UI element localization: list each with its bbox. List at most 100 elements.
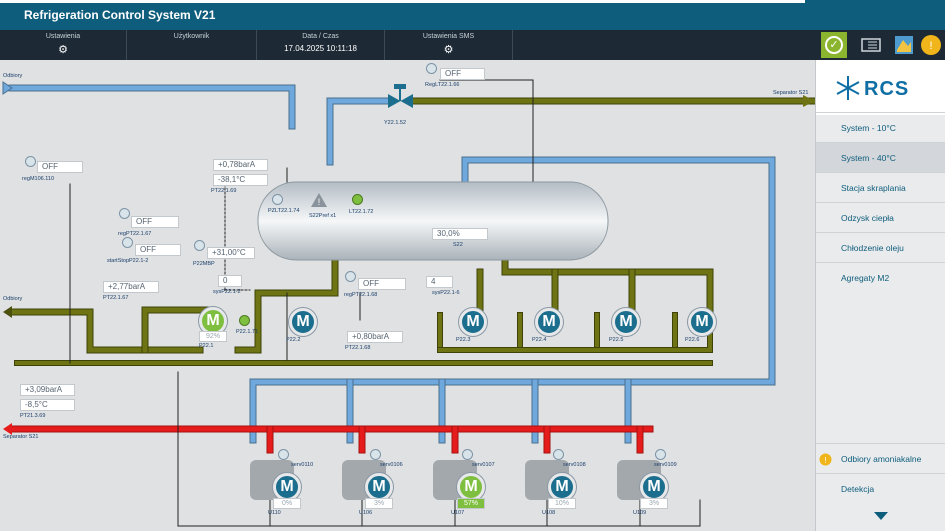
pump-p22-1-percent: 92% [199,331,227,342]
sidebar-item-label: System - 40°C [841,152,896,163]
pump-tag: P22.5 [609,337,624,343]
pump-extra-tag: P22.1.71 [236,329,259,335]
valve-tag: Y22.1.52 [384,120,407,126]
pump-p22-4[interactable]: M [535,308,563,336]
odbiory-mid-label: Odbiory [3,296,23,302]
user-label: Użytkownik [173,33,210,40]
sidebar-item-detekcja[interactable]: Detekcja [816,473,945,503]
compressor-u110-serv: serv0110 [291,462,314,468]
lt-tag: LT22.1.72 [349,209,374,215]
odbiory-top-label: Odbiory [3,73,23,79]
sysP6-value[interactable]: 4 [426,276,453,288]
pressure1-tag: PT22.1.69 [211,188,237,194]
lt-indicator [352,194,363,205]
panel-view-button[interactable] [858,32,884,58]
startStop-value[interactable]: OFF [135,244,181,256]
compressor-u107-tag: U107 [451,510,465,516]
pzl-indicator [272,194,283,205]
pipe-layer [2,79,815,527]
warning-icon: ! [311,193,327,207]
settings-button[interactable]: Ustawienia ⚙ [0,30,127,60]
sidebar-item-agregaty-m2[interactable]: Agregaty M2 [816,262,945,292]
vessel-level-value: 30,0% [432,228,488,240]
temp-value: +31,00°C [207,247,255,259]
pt69b-value: +3,09barA [20,384,75,396]
map-icon [895,36,913,54]
pt69b-temp: -8,5°C [20,399,75,411]
pump-p22-2[interactable]: M [289,308,317,336]
regM-value[interactable]: OFF [37,161,83,173]
process-diagram: Odbiory Odbiory Separator S21 Separator … [0,60,815,531]
compressor-u108-serv: serv0108 [563,462,586,468]
regP68-mode-indicator [345,271,356,282]
sidebar-item-odbiory-amoniakalne[interactable]: ! Odbiory amoniakalne [816,443,945,473]
pump-tag: P22.2 [286,337,301,343]
regM-mode-indicator [25,156,36,167]
app-title: Refrigeration Control System V21 [24,8,216,22]
sysP2-value[interactable]: 0 [218,275,242,287]
regLT-value[interactable]: OFF [440,68,485,80]
compressor-u108-serv-indicator [553,449,564,460]
warning-icon: ! [921,35,941,55]
titlebar: Refrigeration Control System V21 [0,0,945,30]
pzl-tag: PZLT22.1.74 [268,208,300,214]
compressor-u110-tag: U110 [268,510,281,516]
regP68-value[interactable]: OFF [358,278,406,290]
pressure1-value: +0,78barA [213,159,268,171]
pump-p22-5[interactable]: M [612,308,640,336]
compressor-u109-serv: serv0109 [654,462,677,468]
regP67-value[interactable]: OFF [131,216,179,228]
user-button[interactable]: Użytkownik [127,30,257,60]
sidebar-item-odzysk-ciepla[interactable]: Odzysk ciepła [816,202,945,232]
compressor-u109-motor[interactable]: M [640,473,668,501]
svg-text:!: ! [318,197,321,207]
compressor-u110-percent: 0% [273,498,301,509]
sidebar-item-system-10[interactable]: System - 10°C [816,112,945,142]
compressor-u108-percent: 10% [548,498,576,509]
compressor-u106-motor[interactable]: M [365,473,393,501]
pump-run-indicator [239,315,250,326]
pt67-tag: PT22.1.67 [103,295,129,301]
sidebar-item-stacja-skraplania[interactable]: Stacja skraplania [816,172,945,202]
list-panel-icon [861,38,881,52]
regLT-tag: RegLT22.1.66 [425,82,460,88]
svg-text:!: ! [929,40,932,52]
sidebar-item-system-40[interactable]: System - 40°C [816,142,945,172]
pt68-tag: PT22.1.68 [345,345,371,351]
warning-icon: ! [819,453,832,466]
pump-p22-6[interactable]: M [688,308,716,336]
compressor-u109-percent: 3% [640,498,668,509]
compressor-u110-serv-indicator [278,449,289,460]
sysP2-tag: sysP22.1-2 [213,289,241,295]
logo: RCS [816,60,945,115]
compressor-u107-serv: serv0107 [472,462,495,468]
sidebar-item-chlodzenie-oleju[interactable]: Chłodzenie oleju [816,232,945,262]
check-icon: ✓ [825,36,843,54]
chevron-down-icon[interactable] [873,510,889,522]
status-ok-button[interactable]: ✓ [821,32,847,58]
s22-tag: S22Pref x1 [309,213,337,219]
alarm-button[interactable]: ! [918,32,944,58]
pt68-value: +0,80barA [347,331,403,343]
sms-settings-button[interactable]: Ustawienia SMS ⚙ [385,30,513,60]
pt67-value: +2,77barA [103,281,159,293]
svg-text:!: ! [824,456,826,465]
compressor-u106-serv: serv0106 [380,462,403,468]
pump-tag: P22.3 [456,337,471,343]
top-toolbar: Ustawienia ⚙ Użytkownik Data / Czas 17.0… [0,30,815,60]
pump-p22-1[interactable]: M [199,307,227,335]
separator-left-label: Separator S21 [3,434,39,440]
datetime-value: 17.04.2025 10:11:18 [284,44,357,53]
compressor-u108-motor[interactable]: M [548,473,576,501]
compressor-u110-motor[interactable]: M [273,473,301,501]
sidebar-item-label: Agregaty M2 [841,272,890,283]
compressor-u107-motor[interactable]: M [457,473,485,501]
sidebar-item-label: Stacja skraplania [841,182,906,193]
regM-tag: regM106.110 [22,176,55,182]
snowflake-icon [836,76,860,100]
map-button[interactable] [891,32,917,58]
compressor-u106-tag: U106 [359,510,373,516]
pump-p22-3[interactable]: M [459,308,487,336]
sidebar: RCS System - 10°C System - 40°C Stacja s… [815,60,945,531]
